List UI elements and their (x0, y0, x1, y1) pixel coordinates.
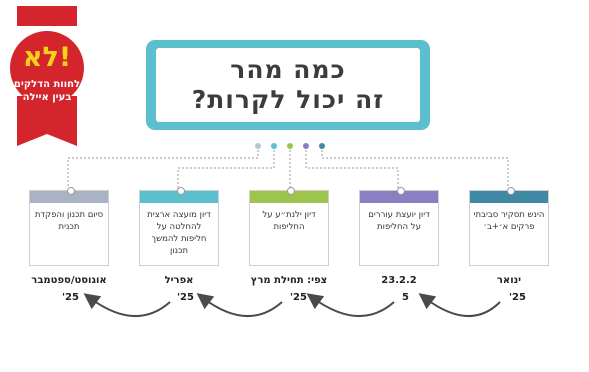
decor-dot-4 (303, 143, 309, 149)
stage-date-5: אוגוסט/ספטמבר (31, 275, 107, 286)
stage-card-header (140, 191, 218, 203)
arrow-1 (418, 293, 501, 317)
badge-line-1: לחוות הדלקים (13, 79, 81, 90)
stage-year-3: '25 (290, 292, 307, 303)
badge-line-2: בעין איילה (22, 92, 72, 103)
stage-card-text: דיון יועצת עוררים על החליפות (368, 210, 430, 232)
stage-card-text: סיום תכנון והפקדת תכנית (34, 210, 104, 232)
stage-card-header (250, 191, 328, 203)
stage-year-1: '25 (509, 292, 526, 303)
stage-year-5: '25 (62, 292, 79, 303)
arrow-2 (306, 293, 395, 317)
stage-card-pin (397, 187, 405, 195)
stage-year-4: '25 (177, 292, 194, 303)
title-panel: כמה מהר זה יכול לקרות? (156, 48, 420, 122)
stage-date-1: ינואר (496, 275, 522, 286)
stage-date-4: אפריל (164, 275, 194, 286)
stage-card-pin (67, 187, 75, 195)
stage-card-header (470, 191, 548, 203)
stage-card-text: דיון ילנת״ע על החליפות (262, 210, 316, 232)
decor-dot-3 (287, 143, 293, 149)
badge-headline: לא! (22, 42, 72, 73)
stage-card-pin (287, 187, 295, 195)
stage-year-2: 5 (402, 292, 409, 303)
badge-shape (10, 6, 84, 146)
stage-card-5: סיום תכנון והפקדת תכנית (29, 187, 109, 266)
arrow-4 (83, 293, 171, 317)
stage-card-pin (507, 187, 515, 195)
stage-card-3: דיון ילנת״ע על החליפות (249, 187, 329, 266)
stage-card-1: הינש תסקיר סביבתי פרקים א׳+ב׳ (469, 187, 549, 266)
stage-date-2: 23.2.2 (381, 275, 417, 286)
stage-date-3: צפי: תחילת מרץ (250, 275, 328, 286)
stage-card-4: דיון מועצה ארצית להחלטה על חליפות להמשך … (139, 187, 219, 266)
stage-card-text: דיון מועצה ארצית להחלטה על חליפות להמשך … (147, 210, 211, 256)
decor-dot-1 (255, 143, 261, 149)
title-line-2: זה יכול לקרות? (191, 85, 385, 114)
decor-dot-2 (271, 143, 277, 149)
campaign-badge: לא! לחוות הדלקים בעין איילה (9, 6, 85, 148)
stage-card-pin (177, 187, 185, 195)
stage-card-text: הינש תסקיר סביבתי פרקים א׳+ב׳ (473, 210, 545, 232)
title-frame: כמה מהר זה יכול לקרות? (146, 40, 430, 130)
stage-card-header (30, 191, 108, 203)
stage-card-header (360, 191, 438, 203)
title-line-1: כמה מהר (230, 55, 346, 84)
decor-dot-5 (319, 143, 325, 149)
arrow-3 (196, 293, 283, 317)
stage-card-2: דיון יועצת עוררים על החליפות (359, 187, 439, 266)
